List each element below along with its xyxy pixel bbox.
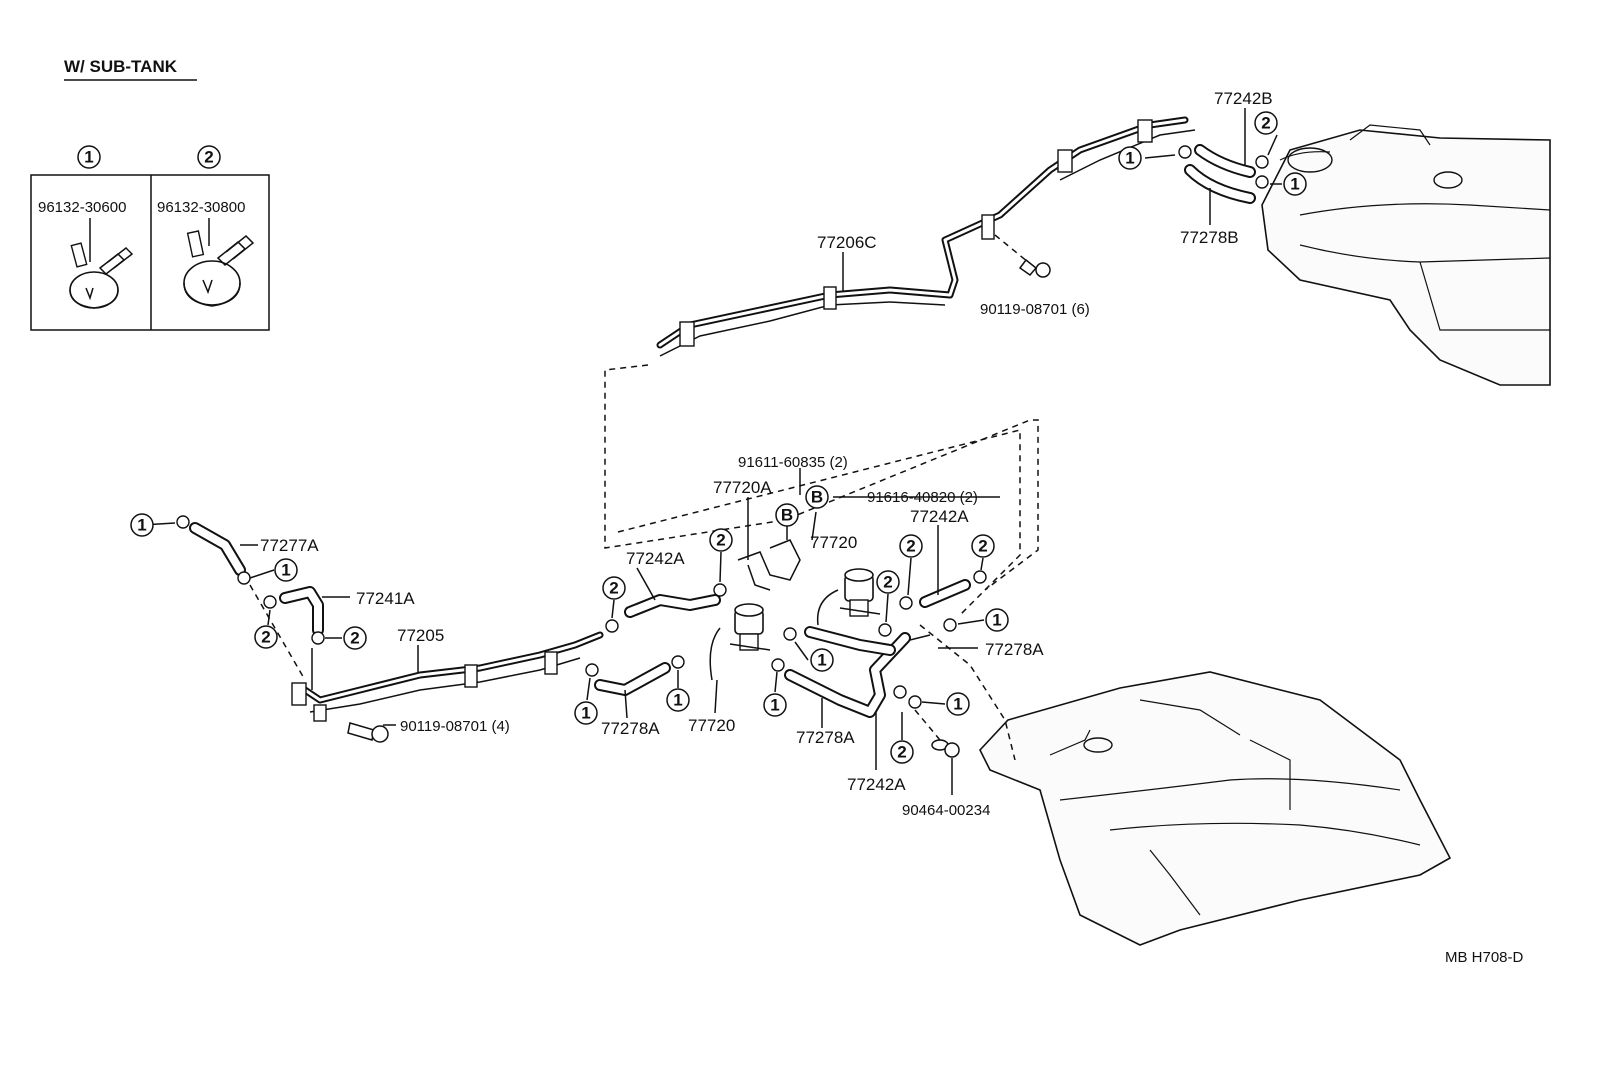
legend-badge-1-text: 1 <box>84 148 93 167</box>
label-77242B: 77242B <box>1214 89 1273 108</box>
grommet <box>914 709 960 758</box>
label-77242A-right: 77242A <box>910 507 969 526</box>
drawing-code: MB H708-D <box>1445 949 1524 966</box>
clamp-small-icon <box>69 218 134 309</box>
svg-text:1: 1 <box>953 695 962 714</box>
clamp-large-icon <box>183 218 255 307</box>
hoses-left <box>176 515 325 690</box>
svg-text:2: 2 <box>883 573 892 592</box>
svg-text:1: 1 <box>817 651 826 670</box>
check-valve-bottom <box>729 603 771 651</box>
fuel-pipe-77205 <box>291 631 604 722</box>
check-valve-top <box>839 568 881 617</box>
svg-text:1: 1 <box>1290 175 1299 194</box>
label-90119-4: 90119-08701 (4) <box>400 718 510 735</box>
svg-text:1: 1 <box>281 561 290 580</box>
svg-text:1: 1 <box>673 691 682 710</box>
label-91611: 91611-60835 (2) <box>738 454 848 471</box>
leader-lines <box>141 108 1282 795</box>
legend-frame <box>30 174 270 331</box>
label-77278B: 77278B <box>1180 228 1239 247</box>
bolt-top <box>994 234 1051 278</box>
legend-part-1: 96132-30600 <box>38 199 126 216</box>
label-77241A: 77241A <box>356 589 415 608</box>
valve-bracket <box>737 539 801 591</box>
svg-text:2: 2 <box>261 628 270 647</box>
svg-text:2: 2 <box>897 743 906 762</box>
diagram-title: W/ SUB-TANK <box>64 57 178 76</box>
label-77278A-right: 77278A <box>985 640 1044 659</box>
svg-text:1: 1 <box>992 611 1001 630</box>
svg-text:1: 1 <box>581 704 590 723</box>
label-77278A-mid: 77278A <box>796 728 855 747</box>
svg-text:B: B <box>781 506 793 525</box>
legend-badge-2 <box>197 145 221 169</box>
legend-badge-1 <box>77 145 101 169</box>
label-77277A: 77277A <box>260 536 319 555</box>
main-fuel-tank <box>979 671 1452 946</box>
svg-text:2: 2 <box>609 579 618 598</box>
label-77720-top: 77720 <box>810 533 857 552</box>
fuel-pipe-77206C <box>656 116 1196 357</box>
dashed-routing-left <box>604 364 1039 591</box>
svg-text:2: 2 <box>350 629 359 648</box>
svg-text:2: 2 <box>978 537 987 556</box>
legend-part-2: 96132-30800 <box>157 199 245 216</box>
label-77720A: 77720A <box>713 478 772 497</box>
label-77278A-left: 77278A <box>601 719 660 738</box>
label-90464: 90464-00234 <box>902 802 990 819</box>
label-90119-6: 90119-08701 (6) <box>980 301 1090 318</box>
svg-text:2: 2 <box>906 537 915 556</box>
label-77242A-bottom: 77242A <box>847 775 906 794</box>
svg-text:2: 2 <box>1261 114 1270 133</box>
label-91616: 91616-40820 (2) <box>867 489 978 506</box>
dashed-routing-inner <box>617 429 1021 616</box>
hoses-middle <box>585 570 987 718</box>
label-77205: 77205 <box>397 626 444 645</box>
label-77206C: 77206C <box>817 233 877 252</box>
hoses-subtank <box>1178 144 1269 204</box>
legend-badge-2-text: 2 <box>204 148 213 167</box>
label-77242A-left: 77242A <box>626 549 685 568</box>
svg-text:B: B <box>811 488 823 507</box>
bolt-left <box>347 722 389 743</box>
label-77720-bottom: 77720 <box>688 716 735 735</box>
svg-text:1: 1 <box>770 696 779 715</box>
callouts: 1 2 1 1 1 2 2 2 2 1 1 1 1 2 2 2 1 1 <box>130 111 1307 764</box>
svg-text:1: 1 <box>137 516 146 535</box>
sub-fuel-tank <box>1261 124 1551 386</box>
svg-text:2: 2 <box>716 531 725 550</box>
svg-text:1: 1 <box>1125 149 1134 168</box>
clamp-legend: 1 2 96132-30600 96132-30800 <box>30 145 270 331</box>
